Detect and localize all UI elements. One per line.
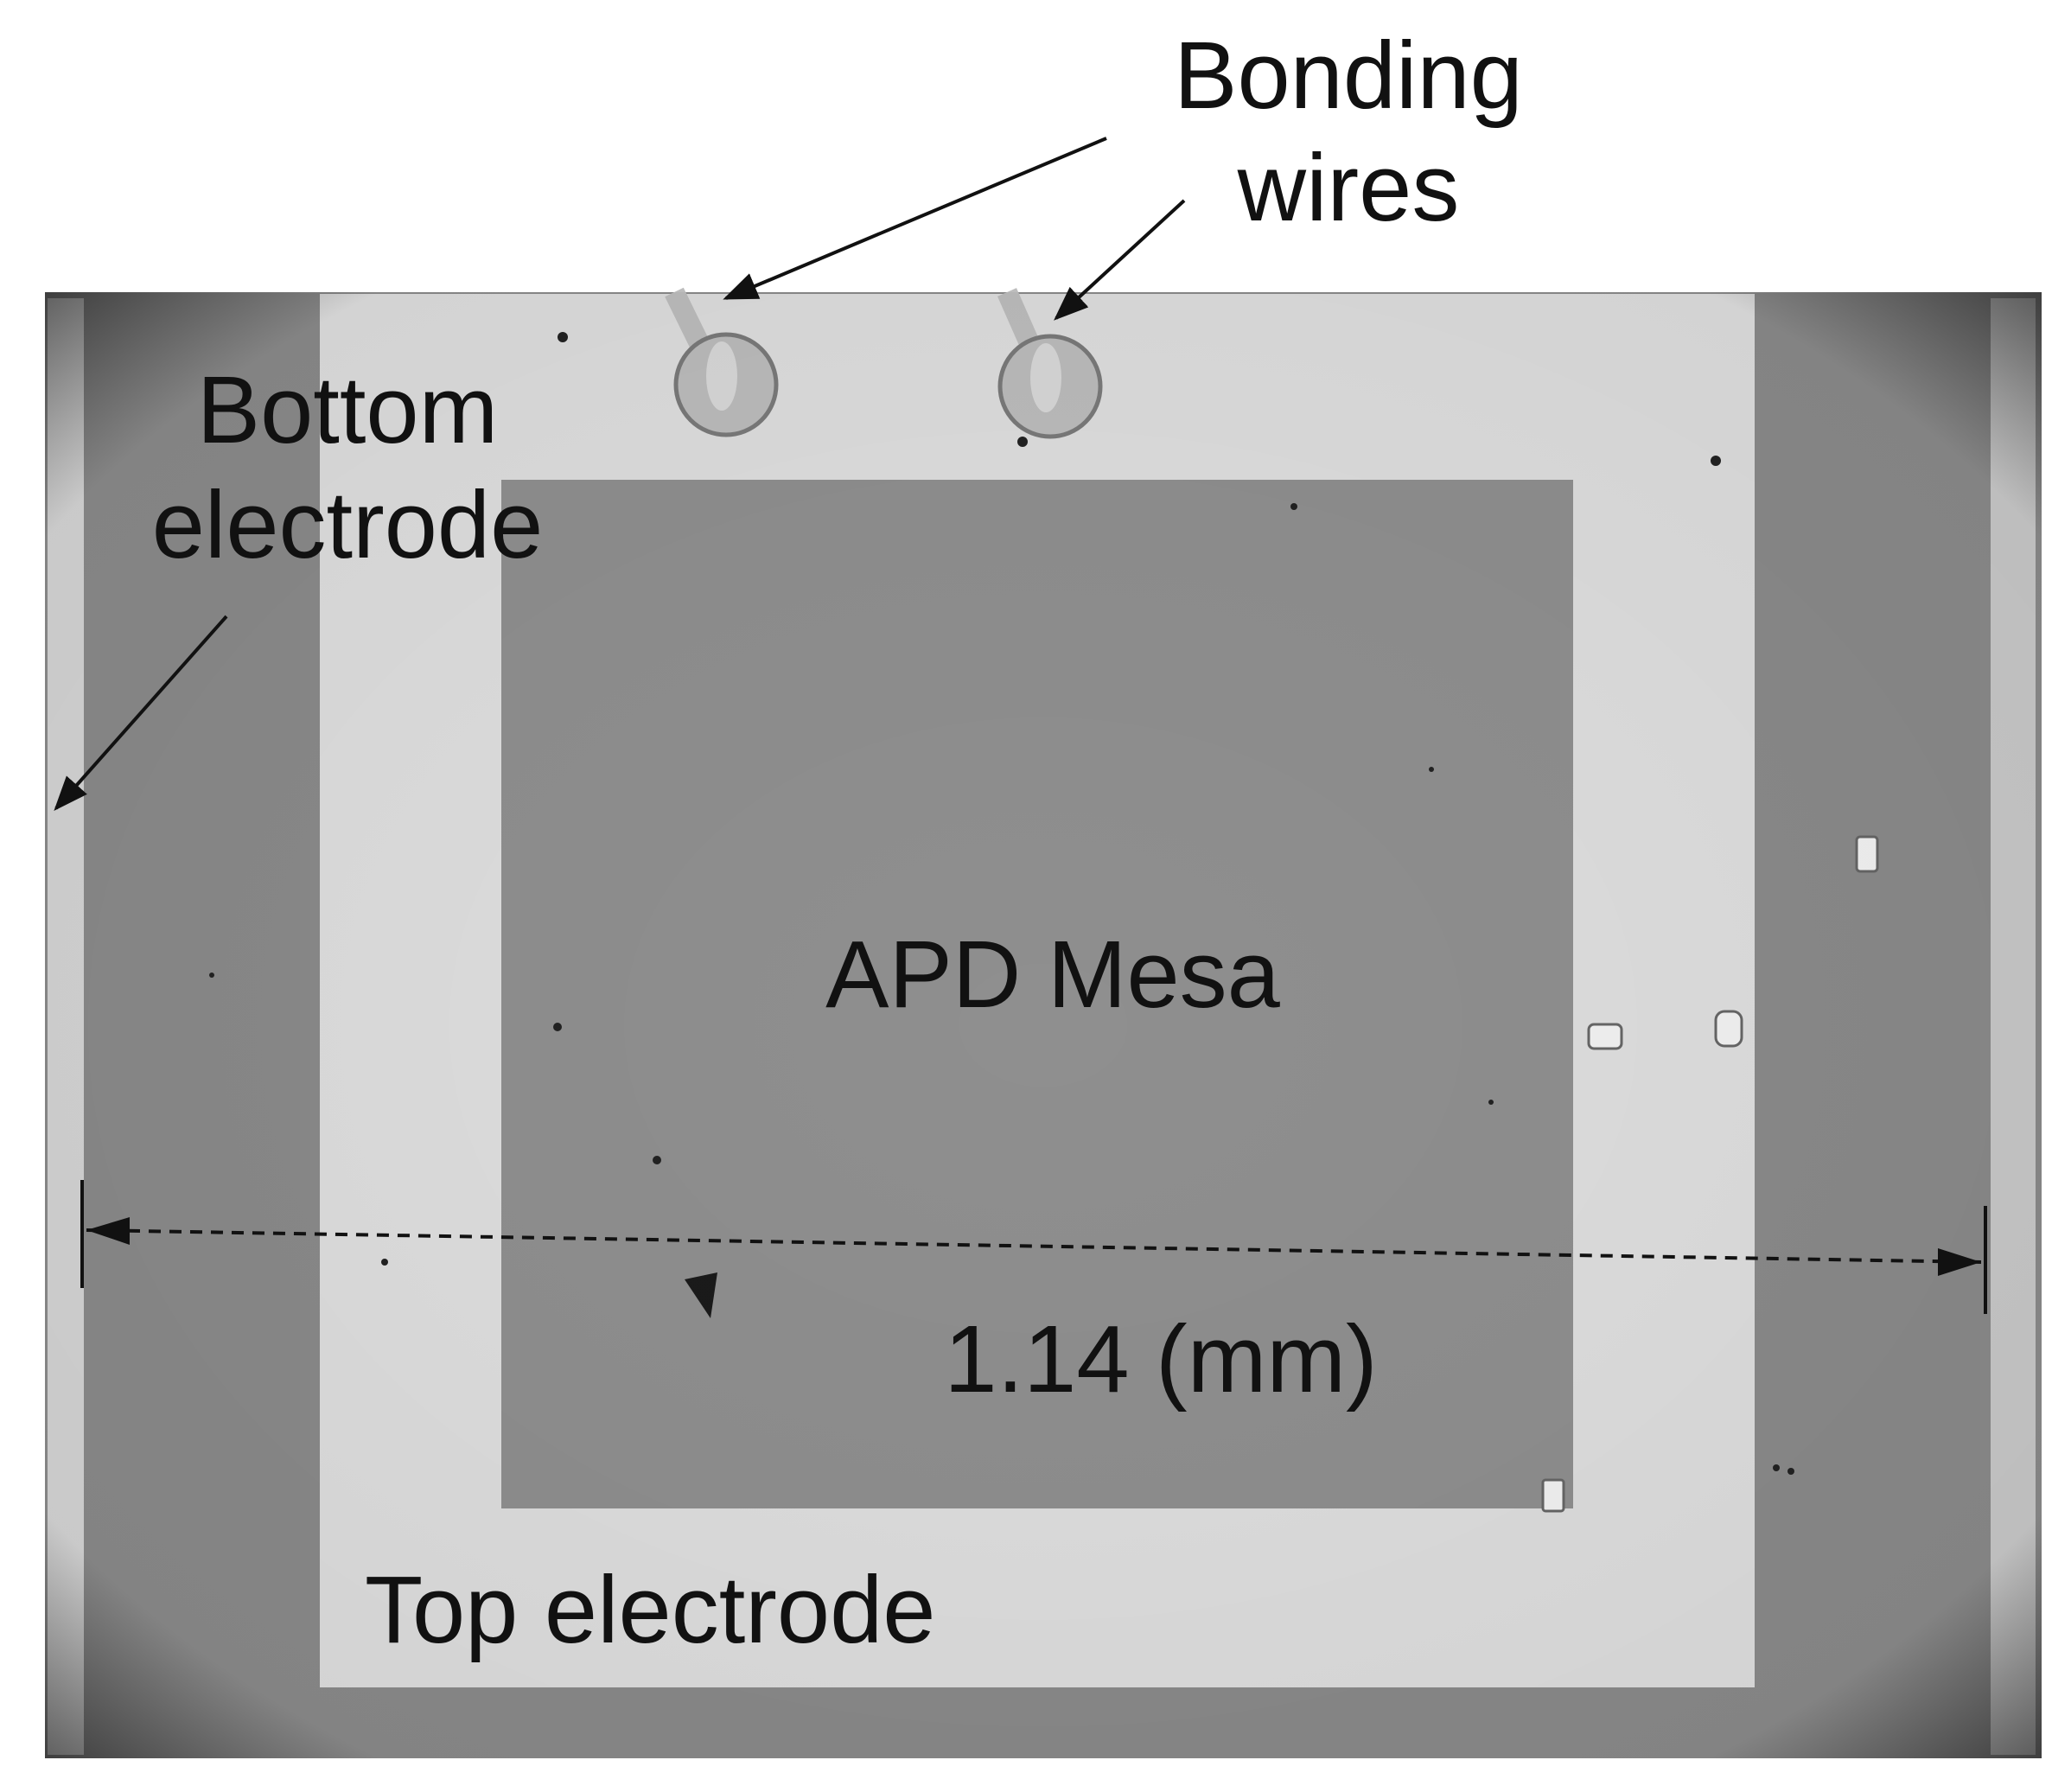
dimension-arrowhead-left <box>86 1217 130 1245</box>
bonding-wires-label-line2: wires <box>1237 135 1460 241</box>
dimension-dashed-line <box>86 1228 1982 1264</box>
arrow-bonding-wire-left <box>723 137 1107 300</box>
dimension-label: 1.14 (mm) <box>944 1306 1377 1413</box>
text-labels: Bonding wires Bottom electrode APD Mesa … <box>152 22 1523 1663</box>
dimension-arrowhead-right <box>1938 1248 1981 1276</box>
micrograph-photo <box>45 287 2042 1758</box>
bonding-wires-label-line1: Bonding <box>1174 22 1523 129</box>
top-electrode-label: Top electrode <box>365 1557 935 1663</box>
annotation-arrows <box>54 137 1186 811</box>
dimension-line <box>80 1180 1987 1314</box>
arrow-bonding-wire-right <box>1054 199 1186 321</box>
arrow-bottom-electrode <box>54 615 228 811</box>
bottom-electrode-label-line2: electrode <box>152 472 544 578</box>
bottom-electrode-label-line1: Bottom <box>197 357 498 463</box>
vignette-overlay <box>45 292 2042 1758</box>
apd-mesa-label: APD Mesa <box>825 922 1281 1028</box>
